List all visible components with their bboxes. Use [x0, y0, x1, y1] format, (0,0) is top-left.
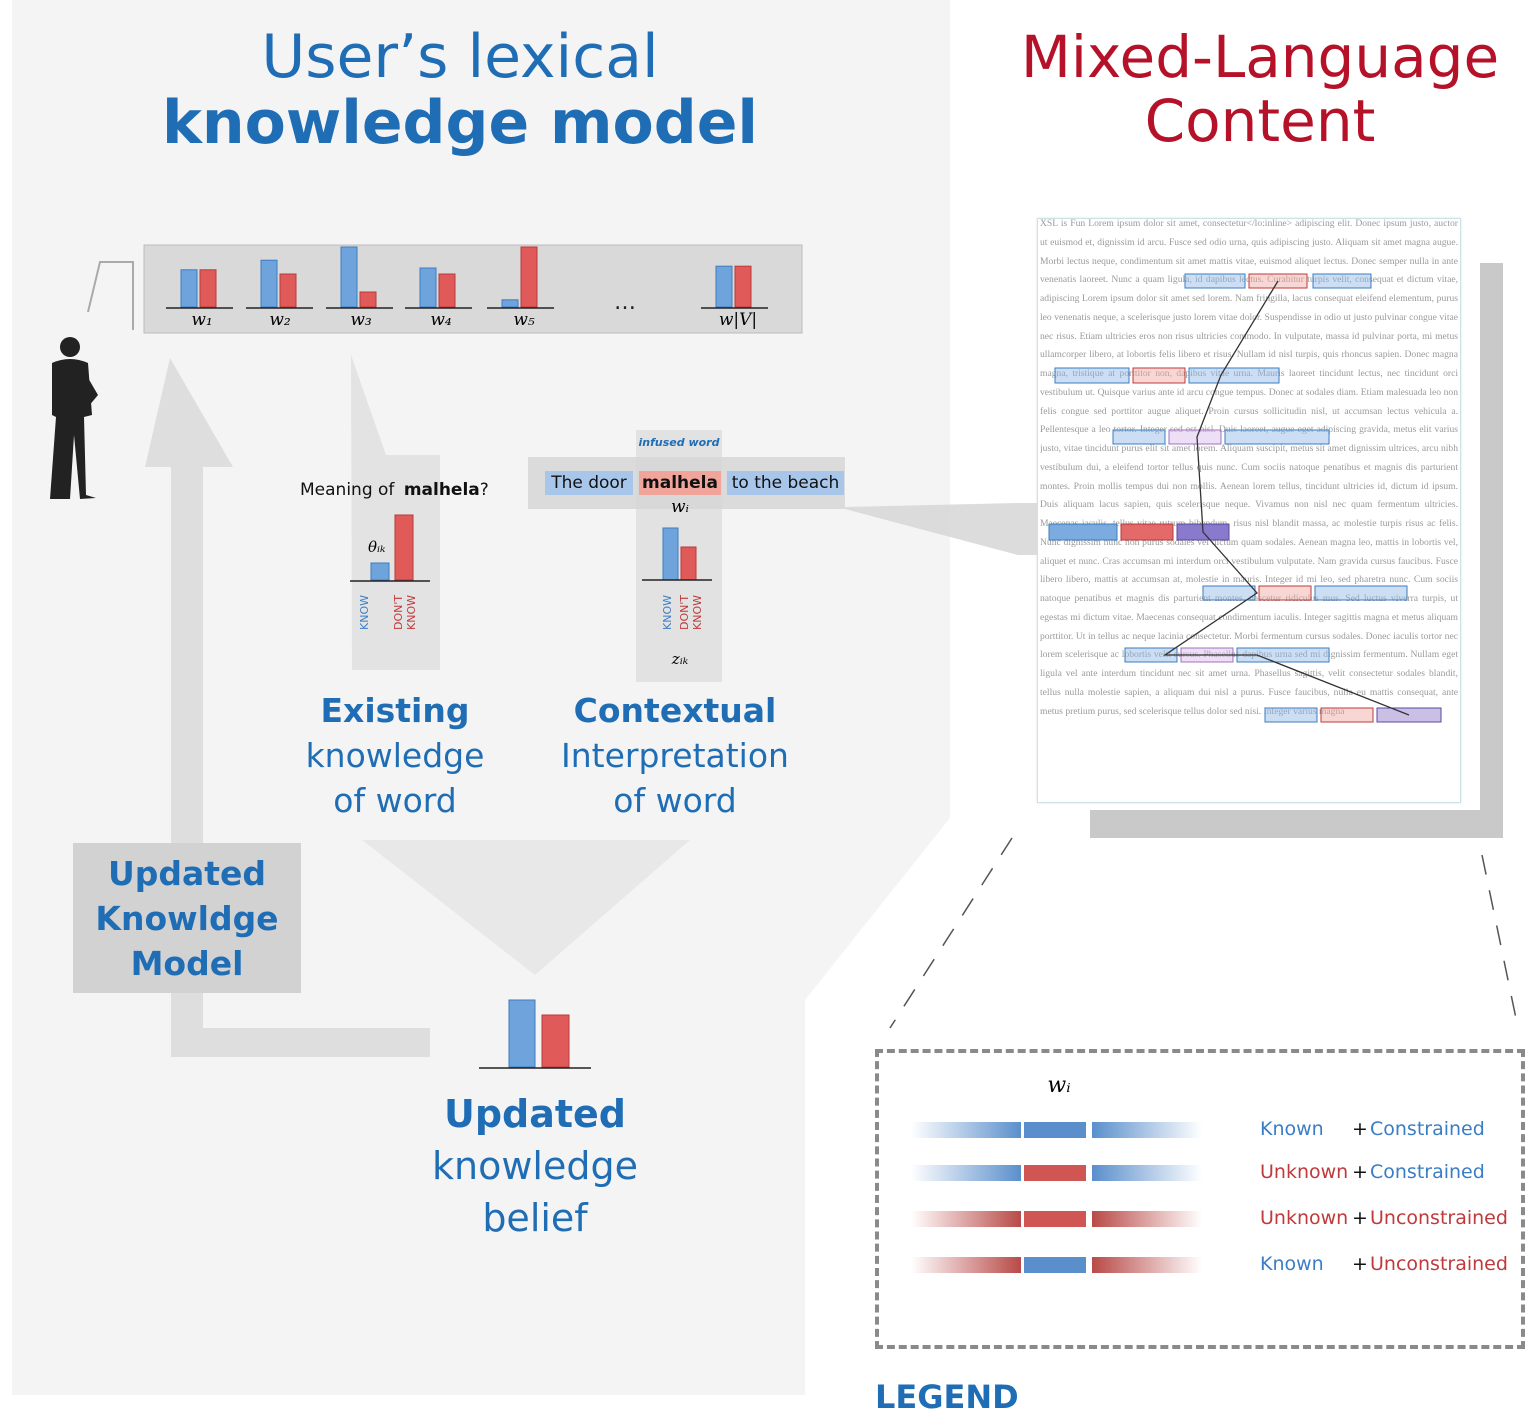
updated-belief-line2: knowledge	[432, 1144, 638, 1188]
question-word: malhela	[403, 480, 480, 500]
legend-plus: +	[1352, 1118, 1368, 1140]
legend-constraint-label: Unconstrained	[1370, 1207, 1508, 1229]
legend-word-box	[1024, 1211, 1086, 1227]
contextual-line3: of word	[613, 781, 737, 820]
document-word-highlights	[1048, 273, 1442, 723]
vocabulary-bar-chart	[166, 246, 768, 309]
legend-plus: +	[1352, 1207, 1368, 1229]
user-silhouette-icon	[50, 337, 98, 499]
updated-model-line1: Updated	[107, 854, 267, 893]
question-suffix: ?	[479, 480, 489, 500]
vocab-dont-know-bar-2	[279, 273, 297, 308]
legend-plus: +	[1352, 1161, 1368, 1183]
existing-line2: knowledge	[305, 736, 485, 775]
vocab-dont-know-bar-3	[359, 291, 377, 308]
contextual-chart	[642, 527, 712, 581]
mixed-content-title: Mixed-Language Content	[1010, 23, 1510, 155]
updated-model-line2: Knowldge	[95, 899, 279, 938]
legend-context-right	[1092, 1165, 1202, 1181]
mixed-content-title-line1: Mixed-Language	[1020, 23, 1500, 91]
legend-constraint-label: Constrained	[1370, 1118, 1485, 1140]
existing-line1: Existing	[320, 691, 470, 730]
existing-line3: of word	[333, 781, 457, 820]
existing-knowledge-label: Existing knowledge of word	[280, 688, 510, 823]
infused-word-label: infused word	[638, 436, 720, 449]
updated-know-bar	[508, 999, 536, 1068]
mixed-content-title-line2: Content	[1144, 86, 1376, 155]
vocab-know-bar-2	[260, 259, 278, 308]
updated-belief-line1: Updated	[443, 1092, 627, 1136]
legend-context-left	[911, 1165, 1021, 1181]
existing-dont-know-bar	[394, 514, 414, 581]
legend-row: Known +Constrained	[879, 1118, 1531, 1143]
legend-title: LEGEND	[875, 1378, 1019, 1416]
sentence-infused-word: malhela	[639, 471, 721, 495]
z-label: zᵢₖ	[671, 650, 689, 668]
vocab-label-2: w₂	[269, 310, 291, 330]
vocab-label-4: w₄	[430, 310, 452, 330]
updated-model-line3: Model	[130, 944, 244, 983]
theta-label: θᵢₖ	[368, 538, 386, 556]
contextual-wi-label: wᵢ	[671, 497, 689, 517]
vocab-label-5: w₅	[513, 310, 535, 330]
legend-constraint-label: Constrained	[1370, 1161, 1485, 1183]
updated-dont-know-bar	[541, 1014, 570, 1068]
legend-context-left	[911, 1122, 1021, 1138]
updated-model-box	[73, 843, 301, 993]
legend-state-label: Unknown	[1260, 1161, 1349, 1183]
contextual-interpretation-label: Contextual Interpretation of word	[545, 688, 805, 823]
vocab-label-last: w|V|	[718, 310, 758, 330]
vocab-dont-know-bar-1	[199, 269, 217, 308]
vocab-label-3: w₃	[350, 310, 372, 330]
updated-belief-chart	[479, 999, 591, 1069]
vocab-label-1: w₁	[191, 310, 213, 330]
legend-state-label: Unknown	[1260, 1207, 1349, 1229]
document-text: XSL is Fun Lorem ipsum dolor sit amet, c…	[1040, 218, 1458, 717]
legend-state-label: Known	[1260, 1118, 1324, 1140]
legend-word-box	[1024, 1257, 1086, 1273]
legend-state-label: Known	[1260, 1253, 1324, 1275]
vocab-know-bar-1	[180, 269, 198, 308]
legend-constraint-label: Unconstrained	[1370, 1253, 1508, 1275]
vocab-know-bar-5	[501, 299, 519, 308]
vocab-know-bar-4	[419, 267, 437, 308]
updated-belief-label: Updated knowledge belief	[395, 1088, 675, 1244]
legend-context-right	[1092, 1211, 1202, 1227]
legend-row: Known +Unconstrained	[879, 1253, 1531, 1278]
meaning-question: Meaning of malhela?	[300, 480, 489, 500]
vocab-know-bar-6	[715, 265, 733, 308]
existing-know-bar	[370, 562, 390, 581]
sentence-before: The door	[545, 471, 633, 495]
sentence-after: to the beach	[727, 471, 844, 495]
contextual-line2: Interpretation	[561, 736, 789, 775]
vocab-dont-know-bar-6	[734, 265, 752, 308]
legend-plus: +	[1352, 1253, 1368, 1275]
contextual-line1: Contextual	[573, 691, 777, 730]
legend-context-left	[911, 1211, 1021, 1227]
vocab-ellipsis: …	[614, 290, 636, 315]
legend-word-box	[1024, 1122, 1086, 1138]
legend-wi-label: wᵢ	[1047, 1073, 1071, 1098]
existing-knowledge-chart	[350, 514, 430, 582]
updated-belief-line3: belief	[482, 1196, 588, 1240]
legend-row: Unknown+Unconstrained	[879, 1207, 1531, 1232]
question-prefix: Meaning of	[300, 480, 395, 500]
legend-word-box	[1024, 1165, 1086, 1181]
legend-context-right	[1092, 1257, 1202, 1273]
updated-model-label: Updated Knowldge Model	[73, 851, 301, 986]
vocab-dont-know-bar-4	[438, 273, 456, 308]
vocab-dont-know-bar-5	[520, 246, 538, 308]
lexical-model-title: User’s lexical knowledge model	[160, 24, 760, 156]
legend-context-right	[1092, 1122, 1202, 1138]
legend-context-left	[911, 1257, 1021, 1273]
legend-row: Unknown+Constrained	[879, 1161, 1531, 1186]
lexical-model-title-line2: knowledge model	[162, 88, 758, 158]
lexical-model-title-line1: User’s lexical	[261, 22, 659, 92]
mixed-language-document: XSL is Fun Lorem ipsum dolor sit amet, c…	[1037, 218, 1461, 803]
vocab-know-bar-3	[340, 246, 358, 308]
